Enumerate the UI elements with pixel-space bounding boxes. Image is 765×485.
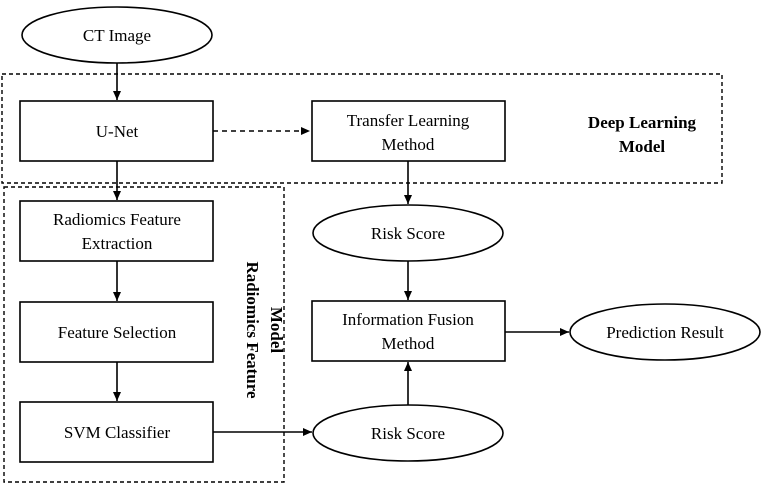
radiomics-extraction-label-line1: Radiomics Feature bbox=[53, 210, 181, 229]
radiomics-extraction-label-line2: Extraction bbox=[82, 234, 153, 253]
unet-node bbox=[19, 100, 214, 162]
unet-label: U-Net bbox=[96, 122, 139, 141]
risk-score-top-label: Risk Score bbox=[371, 224, 445, 243]
radiomics-extraction-node bbox=[19, 200, 214, 262]
transfer-learning-label-line1: Transfer Learning bbox=[347, 111, 470, 130]
svm-classifier-node bbox=[19, 401, 214, 463]
ct-image-label: CT Image bbox=[83, 26, 151, 45]
svm-classifier-label: SVM Classifier bbox=[64, 423, 171, 442]
radiomics-model-label-line1: Radiomics Feature bbox=[243, 261, 262, 399]
prediction-result-node bbox=[569, 303, 761, 361]
deep-learning-group-box bbox=[1, 73, 723, 184]
radiomics-model-label: Radiomics Feature Model bbox=[243, 261, 286, 399]
information-fusion-label-line1: Information Fusion bbox=[342, 310, 474, 329]
deep-learning-label-line2: Model bbox=[619, 137, 666, 156]
information-fusion-node bbox=[311, 300, 506, 362]
radiomics-group-box bbox=[3, 186, 285, 483]
transfer-learning-label-line2: Method bbox=[382, 135, 435, 154]
prediction-result-label: Prediction Result bbox=[606, 323, 724, 342]
information-fusion-label-line2: Method bbox=[382, 334, 435, 353]
feature-selection-label: Feature Selection bbox=[58, 323, 177, 342]
feature-selection-node bbox=[19, 301, 214, 363]
deep-learning-label-line1: Deep Learning bbox=[588, 113, 697, 132]
risk-score-bottom-label: Risk Score bbox=[371, 424, 445, 443]
radiomics-model-label-line2: Model bbox=[267, 307, 286, 354]
